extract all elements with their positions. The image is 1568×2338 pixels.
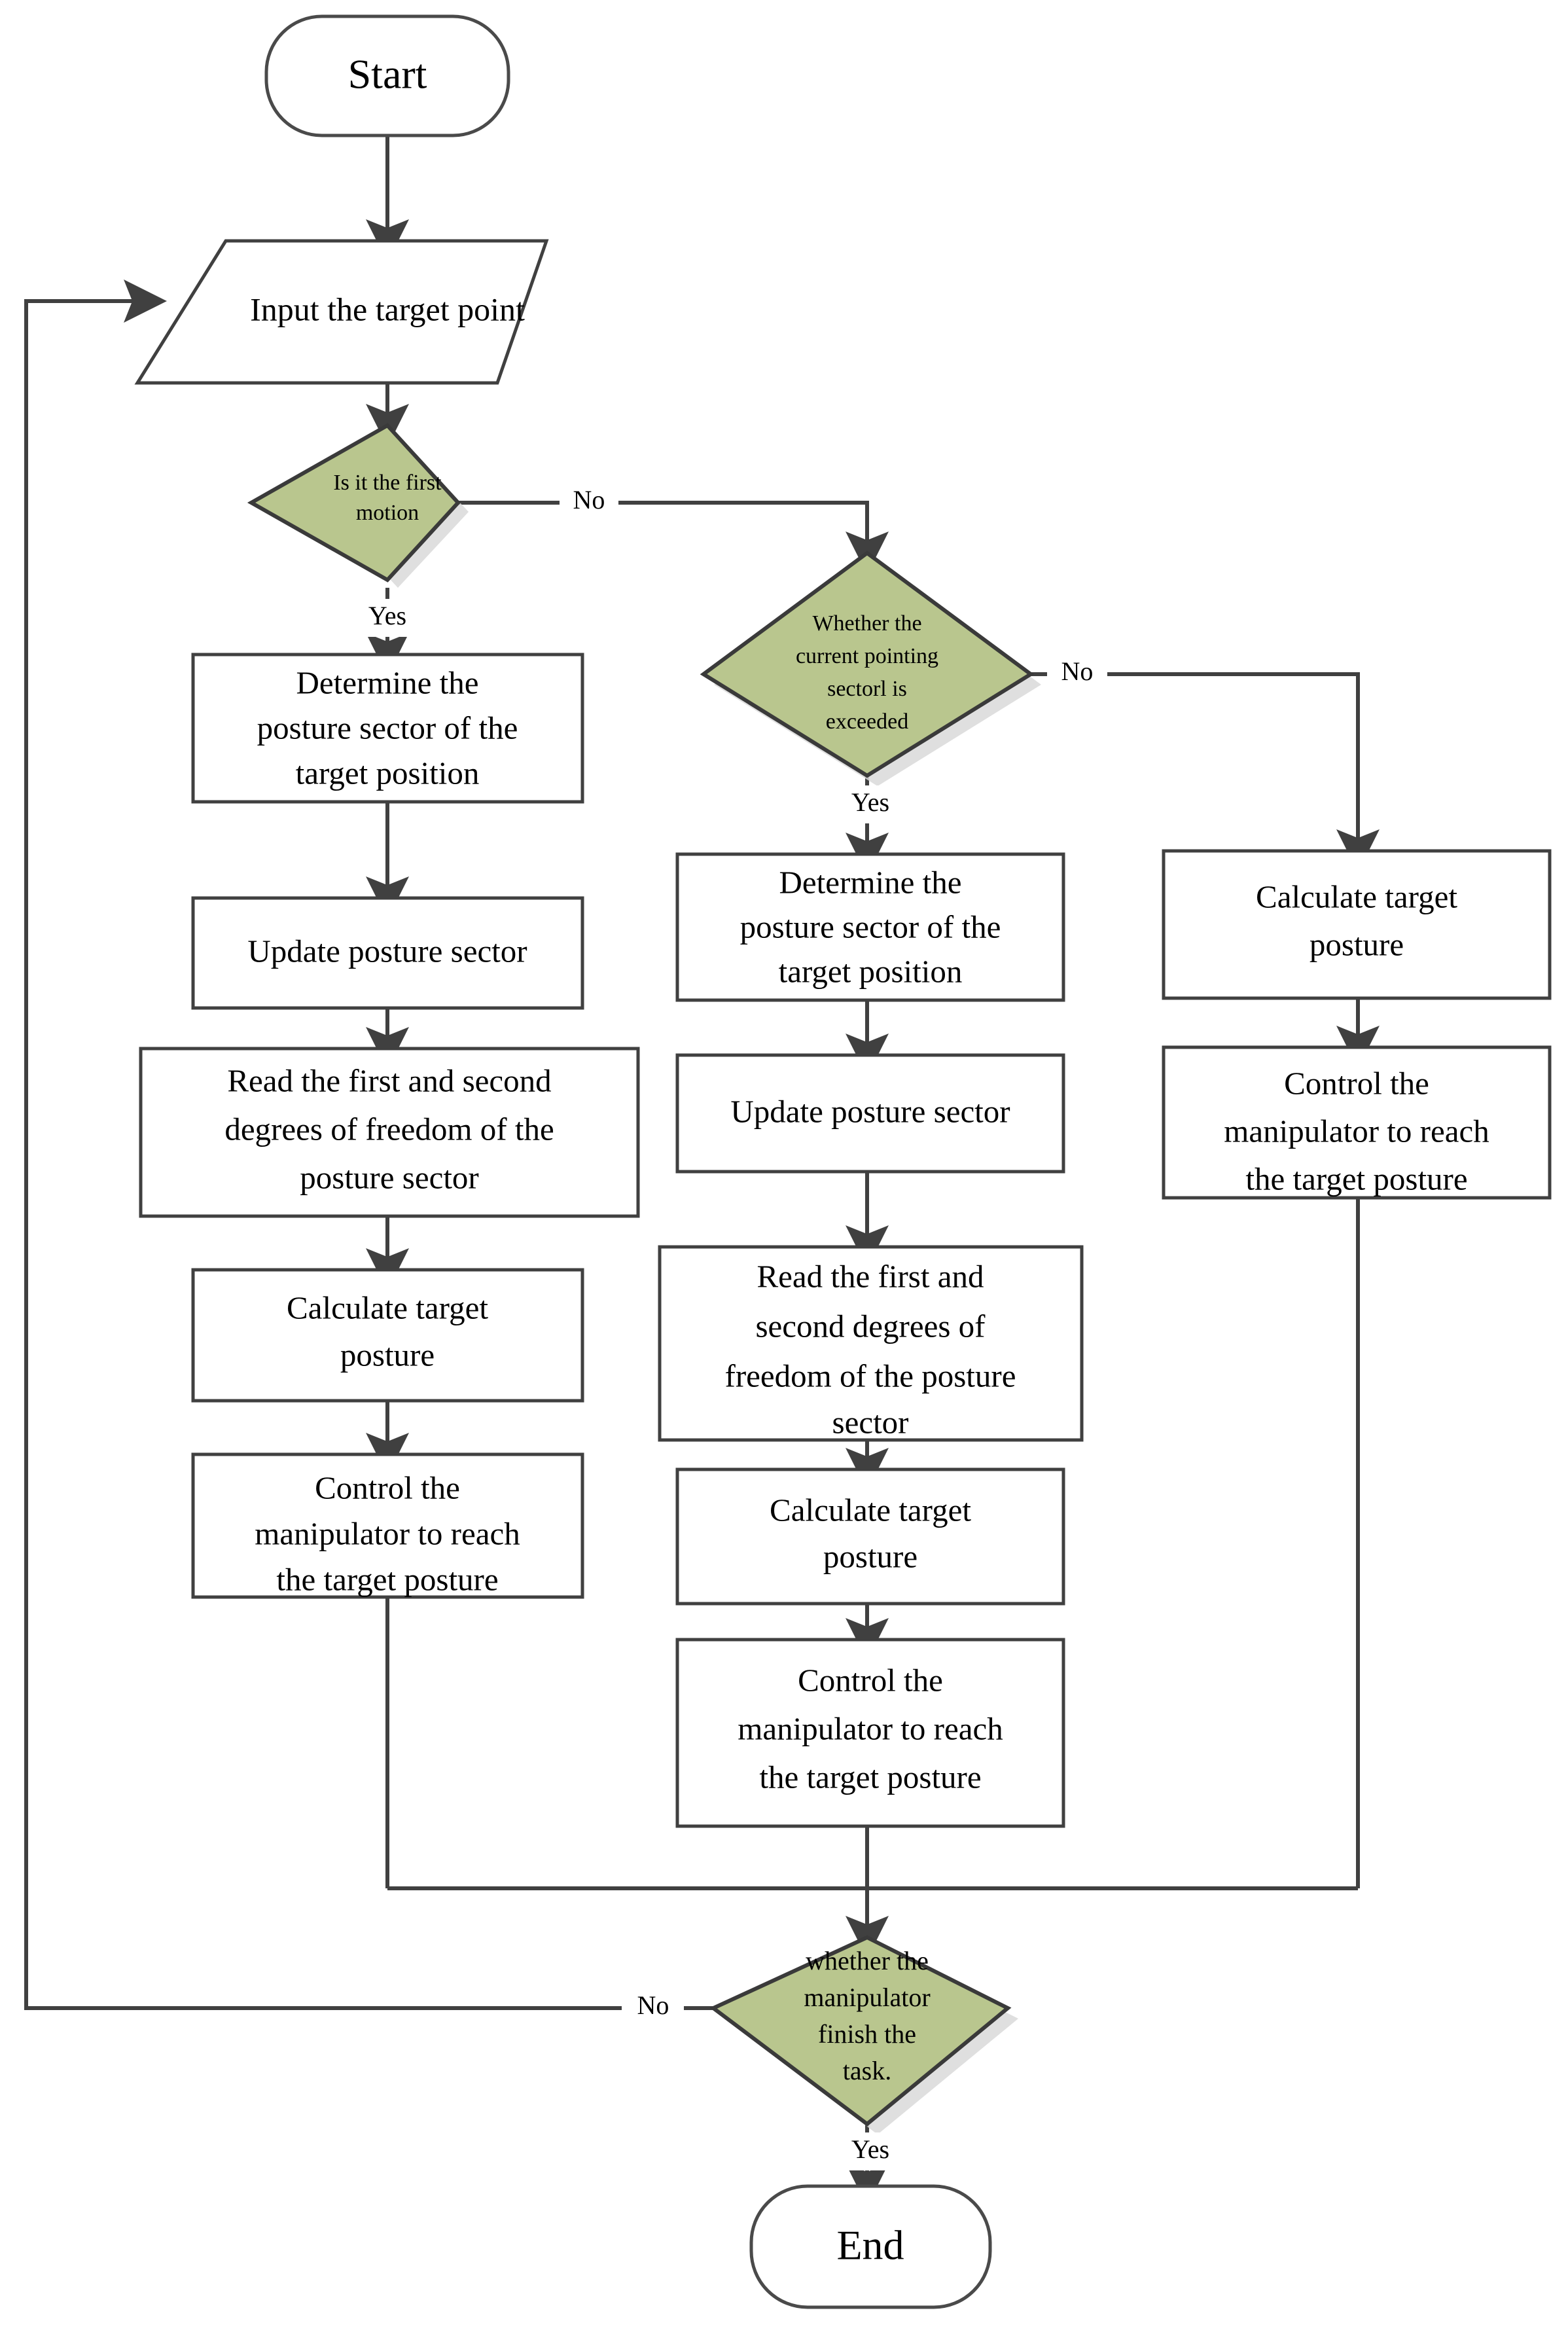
- left-determine-sector-line3: target position: [296, 755, 480, 791]
- edge-label-task-finished-yes: Yes: [851, 2134, 889, 2164]
- edge-label-sector-exceeded-yes: Yes: [851, 787, 889, 817]
- decision-sector-exceeded-line3: sectorl is: [827, 677, 907, 701]
- mid-update-sector-line1: Update posture sector: [730, 1093, 1010, 1129]
- node-left-update-sector[interactable]: Update posture sector: [191, 896, 584, 1010]
- left-read-dof-line3: posture sector: [300, 1159, 479, 1195]
- label-bg-first-motion-yes: [353, 599, 425, 637]
- mid-determine-sector-line3: target position: [779, 953, 963, 989]
- end-shape: [749, 2184, 992, 2309]
- decision-task-finished-line4: task.: [843, 2056, 891, 2085]
- left-determine-sector-shape: [191, 653, 584, 804]
- edge-label-first-motion-yes: Yes: [368, 601, 406, 630]
- left-update-sector-shape: [191, 896, 584, 1010]
- node-right-calculate-posture[interactable]: Calculate target posture: [1162, 849, 1552, 1000]
- mid-determine-sector-line1: Determine the: [779, 864, 962, 900]
- left-calculate-posture-line2: posture: [340, 1337, 435, 1373]
- right-calculate-posture-line1: Calculate target: [1256, 878, 1457, 914]
- edge-label-task-finished-no: No: [637, 1990, 669, 2020]
- mid-determine-sector-shape: [675, 852, 1065, 1002]
- edge-decision1-no: [458, 501, 889, 575]
- input-target-shape: [134, 239, 549, 385]
- edge-label-layer: Yes No Yes No No Yes: [353, 484, 1107, 2170]
- mid-calculate-posture-line2: posture: [823, 1538, 918, 1574]
- node-start[interactable]: Start: [264, 14, 510, 137]
- mid-calculate-posture-shape: [675, 1467, 1065, 1606]
- node-end[interactable]: End: [749, 2184, 992, 2309]
- node-input-target[interactable]: Input the target point: [134, 239, 549, 385]
- mid-read-dof-line1: Read the first and: [757, 1258, 984, 1294]
- mid-read-dof-line4: sector: [832, 1404, 909, 1440]
- decision-sector-exceeded-shape: [700, 550, 1035, 778]
- edge-decision3-no-loopback: [24, 279, 713, 2010]
- left-control-manipulator-line2: manipulator to reach: [255, 1515, 520, 1551]
- node-decision-task-finished[interactable]: whether the manipulator finish the task.: [709, 1935, 1018, 2134]
- mid-update-sector-shape: [675, 1053, 1065, 1174]
- left-determine-sector-line2: posture sector of the: [257, 710, 518, 746]
- node-decision-first-motion[interactable]: Is it the first motion: [247, 423, 469, 588]
- node-left-control-manipulator[interactable]: Control the manipulator to reach the tar…: [191, 1452, 584, 1599]
- mid-read-dof-line2: second degrees of: [755, 1308, 986, 1344]
- edge-label-first-motion-no: No: [573, 485, 605, 514]
- label-bg-task-no: [622, 1990, 684, 2026]
- node-mid-calculate-posture[interactable]: Calculate target posture: [675, 1467, 1065, 1606]
- decision-sector-exceeded-line1: Whether the: [812, 611, 921, 636]
- mid-determine-sector-line2: posture sector of the: [740, 908, 1001, 944]
- decision-first-motion-line1: Is it the first: [333, 471, 442, 495]
- left-control-manipulator-line3: the target posture: [276, 1561, 498, 1597]
- mid-read-dof-shape: [658, 1245, 1084, 1442]
- label-bg-task-yes: [834, 2132, 906, 2170]
- edge-label-sector-exceeded-no: No: [1061, 656, 1094, 686]
- node-left-determine-sector[interactable]: Determine the posture sector of the targ…: [191, 653, 584, 804]
- decision-sector-exceeded-line4: exceeded: [826, 710, 908, 734]
- edge-decision2-no: [1031, 672, 1380, 872]
- left-read-dof-line2: degrees of freedom of the: [224, 1111, 554, 1147]
- decision-task-finished-shape: [709, 1935, 1012, 2127]
- node-mid-determine-sector[interactable]: Determine the posture sector of the targ…: [675, 852, 1065, 1002]
- mid-control-manipulator-line2: manipulator to reach: [738, 1710, 1003, 1746]
- mid-read-dof-line3: freedom of the posture: [725, 1358, 1016, 1394]
- left-read-dof-shape: [139, 1047, 640, 1218]
- node-mid-read-dof[interactable]: Read the first and second degrees of fre…: [658, 1245, 1084, 1442]
- left-update-sector-line1: Update posture sector: [247, 933, 527, 969]
- right-control-manipulator-line2: manipulator to reach: [1224, 1113, 1489, 1149]
- left-calculate-posture-line1: Calculate target: [287, 1289, 488, 1325]
- mid-calculate-posture-line1: Calculate target: [770, 1492, 971, 1528]
- node-left-calculate-posture[interactable]: Calculate target posture: [191, 1268, 584, 1403]
- decision-sector-exceeded-line2: current pointing: [796, 644, 938, 668]
- left-read-dof-line1: Read the first and second: [227, 1062, 551, 1098]
- node-decision-sector-exceeded[interactable]: Whether the current pointing sectorl is …: [700, 550, 1041, 786]
- right-calculate-posture-line2: posture: [1310, 926, 1404, 962]
- node-mid-update-sector[interactable]: Update posture sector: [675, 1053, 1065, 1174]
- left-control-manipulator-line1: Control the: [315, 1469, 460, 1505]
- label-bg-sector-no: [1047, 656, 1107, 692]
- left-calculate-posture-shape: [191, 1268, 584, 1403]
- right-control-manipulator-line1: Control the: [1284, 1065, 1429, 1101]
- mid-control-manipulator-line3: the target posture: [759, 1759, 981, 1795]
- decision-first-motion-line2: motion: [356, 501, 419, 525]
- decision-task-finished-line2: manipulator: [804, 1983, 930, 2012]
- decision-task-finished-line1: whether the: [806, 1946, 929, 1975]
- label-bg-sector-yes: [834, 785, 906, 823]
- left-control-manipulator-shape: [191, 1452, 584, 1599]
- decision-first-motion-shape: [247, 423, 461, 583]
- left-determine-sector-line1: Determine the: [296, 664, 479, 700]
- right-control-manipulator-line3: the target posture: [1245, 1160, 1467, 1196]
- start-label: Start: [348, 51, 427, 98]
- input-target-label: Input the target point: [250, 291, 525, 327]
- end-label: End: [836, 2222, 904, 2269]
- node-left-read-dof[interactable]: Read the first and second degrees of fre…: [139, 1047, 640, 1218]
- mid-control-manipulator-shape: [675, 1638, 1065, 1828]
- decision-task-finished-line3: finish the: [818, 2019, 916, 2049]
- node-right-control-manipulator[interactable]: Control the manipulator to reach the tar…: [1162, 1045, 1552, 1200]
- label-bg-first-motion-no: [560, 484, 618, 521]
- right-calculate-posture-shape: [1162, 849, 1552, 1000]
- right-control-manipulator-shape: [1162, 1045, 1552, 1200]
- node-mid-control-manipulator[interactable]: Control the manipulator to reach the tar…: [675, 1638, 1065, 1828]
- start-shape: [264, 14, 510, 137]
- connector-layer: [24, 135, 1380, 2206]
- mid-control-manipulator-line1: Control the: [798, 1662, 943, 1698]
